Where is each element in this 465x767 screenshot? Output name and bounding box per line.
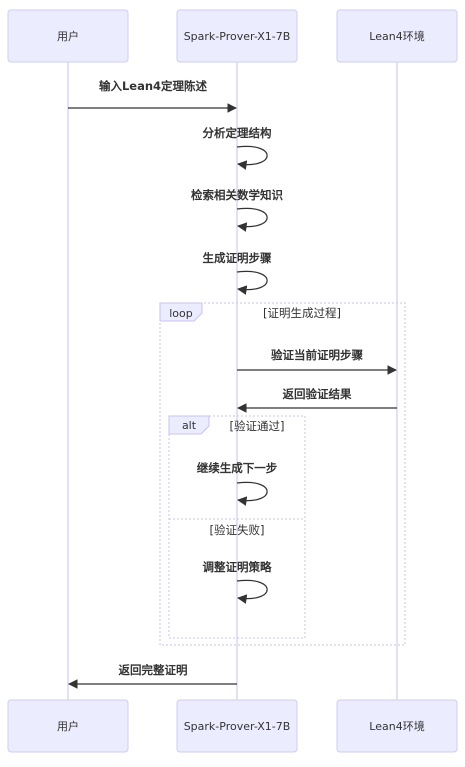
message-verify-step: 验证当前证明步骤 xyxy=(237,348,397,375)
actor-user-top-label: 用户 xyxy=(57,29,79,43)
message-continue-next: 继续生成下一步 xyxy=(197,461,278,506)
alt-fragment: alt [验证通过] [验证失败] xyxy=(168,415,306,639)
message-input-theorem-label: 输入Lean4定理陈述 xyxy=(99,79,208,93)
loop-condition: [证明生成过程] xyxy=(263,306,341,320)
alt-condition: [验证通过] xyxy=(230,419,285,433)
message-generate-steps: 生成证明步骤 xyxy=(203,251,272,295)
loop-keyword: loop xyxy=(169,307,193,320)
actor-user-bottom-label: 用户 xyxy=(57,719,79,733)
message-continue-next-label: 继续生成下一步 xyxy=(197,461,278,475)
message-analyze-structure: 分析定理结构 xyxy=(203,126,272,170)
actor-prover-top: Spark-Prover-X1-7B xyxy=(176,9,298,63)
alt-keyword: alt xyxy=(182,419,197,432)
message-return-result: 返回验证结果 xyxy=(237,387,397,413)
actor-prover-top-label: Spark-Prover-X1-7B xyxy=(184,30,291,43)
message-return-proof: 返回完整证明 xyxy=(68,663,237,689)
message-verify-step-label: 验证当前证明步骤 xyxy=(271,348,363,362)
actor-lean-top: Lean4环境 xyxy=(336,9,458,63)
actor-user-bottom: 用户 xyxy=(7,699,129,753)
actor-lean-bottom-label: Lean4环境 xyxy=(369,719,424,733)
alt-else-condition: [验证失败] xyxy=(210,523,265,537)
actor-prover-bottom-label: Spark-Prover-X1-7B xyxy=(184,720,291,733)
message-return-proof-label: 返回完整证明 xyxy=(119,663,188,677)
actor-prover-bottom: Spark-Prover-X1-7B xyxy=(176,699,298,753)
actor-user-top: 用户 xyxy=(7,9,129,63)
message-input-theorem: 输入Lean4定理陈述 xyxy=(68,79,237,113)
message-retrieve-knowledge-label: 检索相关数学知识 xyxy=(191,188,283,202)
message-return-result-label: 返回验证结果 xyxy=(283,387,352,401)
actor-lean-bottom: Lean4环境 xyxy=(336,699,458,753)
loop-fragment: loop [证明生成过程] xyxy=(159,302,406,646)
message-analyze-structure-label: 分析定理结构 xyxy=(203,126,272,140)
message-generate-steps-label: 生成证明步骤 xyxy=(203,251,272,265)
message-adjust-strategy: 调整证明策略 xyxy=(203,560,272,604)
actor-lean-top-label: Lean4环境 xyxy=(369,29,424,43)
message-adjust-strategy-label: 调整证明策略 xyxy=(203,560,272,574)
message-retrieve-knowledge: 检索相关数学知识 xyxy=(191,188,283,232)
